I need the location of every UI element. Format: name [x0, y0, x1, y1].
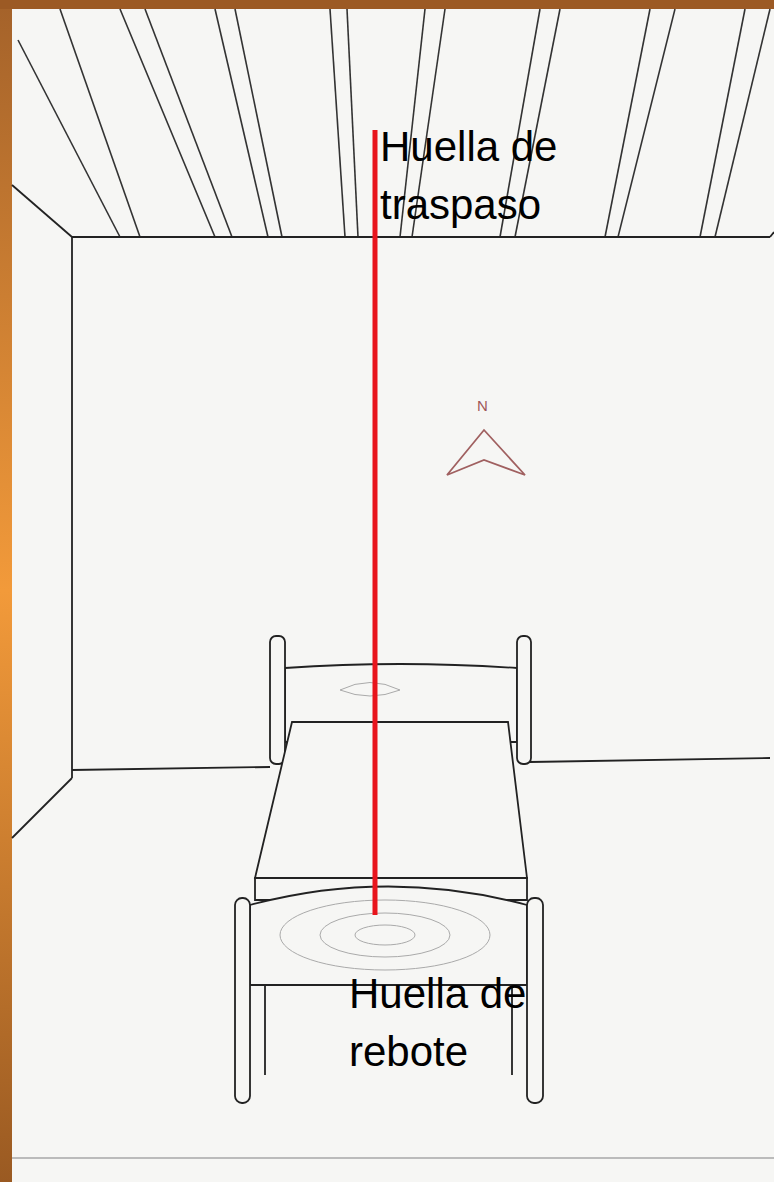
north-arrow — [447, 430, 525, 475]
room-walls — [12, 185, 774, 1158]
ceiling-planks — [18, 9, 770, 237]
trajectory-line — [373, 130, 378, 915]
paper — [12, 9, 774, 1182]
annotation-label: Huella de rebote — [349, 965, 569, 1081]
annotation-label: Huella de traspaso — [380, 118, 600, 234]
north-letter: N — [477, 398, 497, 414]
frame-top — [0, 0, 774, 9]
